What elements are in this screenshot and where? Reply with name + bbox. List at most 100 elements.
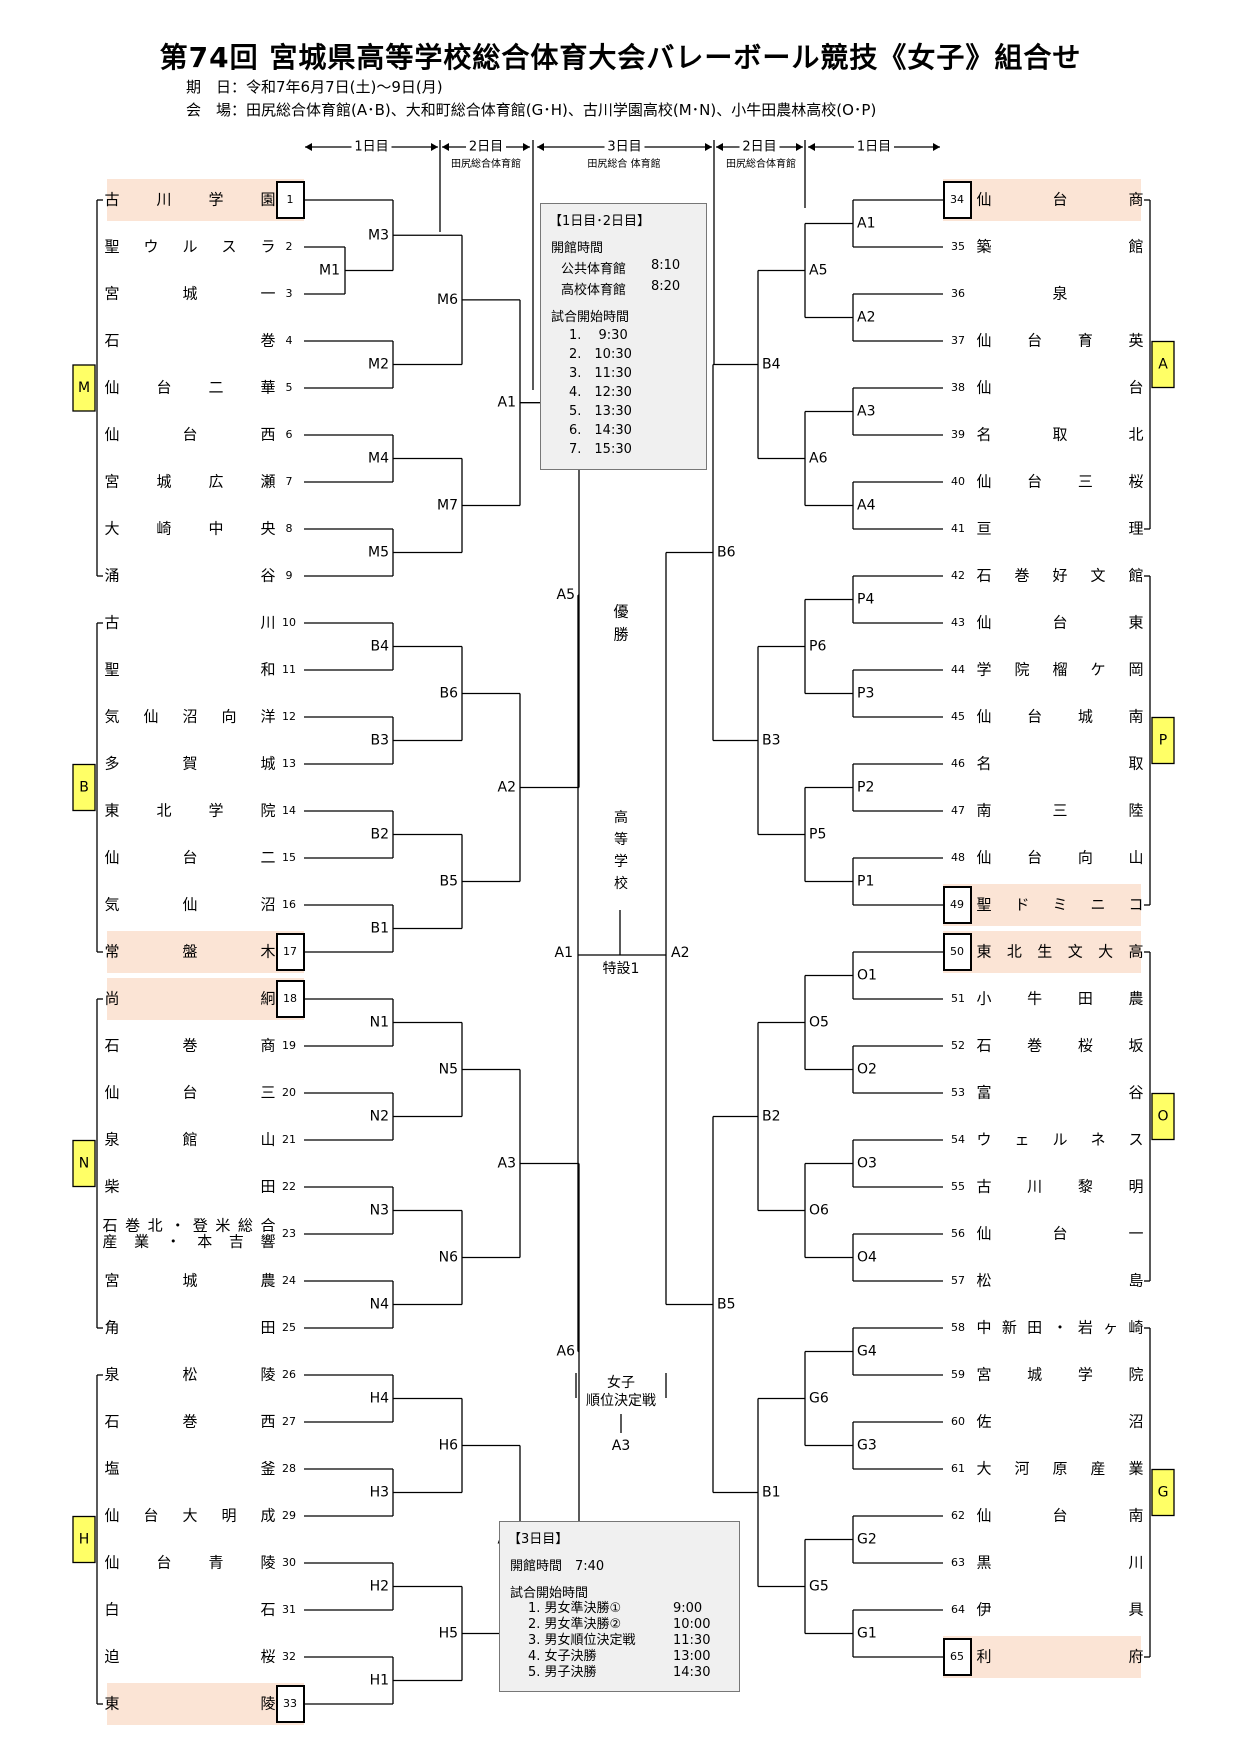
team-name: 白石: [104, 1601, 275, 1619]
team-number: 30: [282, 1556, 296, 1569]
schedule1-open-label: 開館時間: [551, 241, 604, 256]
svg-text:崎: 崎: [156, 520, 171, 538]
block-marker: [1151, 1092, 1175, 1141]
svg-text:佐: 佐: [976, 1413, 991, 1431]
svg-text:中: 中: [976, 1319, 991, 1337]
svg-text:城: 城: [1078, 708, 1093, 726]
match-label: A5: [557, 587, 575, 603]
svg-text:山: 山: [1128, 849, 1143, 867]
svg-text:仙: 仙: [976, 1225, 991, 1243]
svg-text:賀: 賀: [182, 755, 197, 773]
match-label: O2: [857, 1062, 877, 1078]
svg-text:古: 古: [976, 1178, 991, 1196]
svg-text:崎: 崎: [1128, 1319, 1143, 1337]
svg-text:北: 北: [1128, 426, 1143, 444]
team-name: 大河原産業: [976, 1460, 1143, 1478]
team-name: 聖和: [104, 661, 275, 679]
svg-text:巻: 巻: [260, 332, 275, 350]
team-name: 伊具: [976, 1601, 1143, 1619]
svg-text:南: 南: [1128, 708, 1143, 726]
schedule1-time-5: 6. 14:30: [569, 423, 632, 438]
svg-text:山: 山: [260, 1131, 275, 1149]
svg-text:台: 台: [143, 1507, 158, 1525]
svg-text:東: 東: [1128, 614, 1143, 632]
svg-text:ル: ル: [182, 238, 197, 256]
match-label: B6: [439, 686, 458, 702]
team-name: 中新田・岩ヶ崎: [976, 1319, 1143, 1337]
svg-text:富: 富: [976, 1084, 991, 1102]
match-label: M2: [368, 357, 389, 373]
team-name: 仙台城南: [976, 708, 1143, 726]
team-number: 25: [282, 1321, 296, 1334]
match-label: B5: [439, 874, 458, 890]
match-label: H3: [370, 1485, 389, 1501]
svg-text:ェ: ェ: [1014, 1131, 1029, 1149]
team-number: 21: [282, 1133, 296, 1146]
team-name: 仙台一: [976, 1225, 1143, 1243]
team-name: 宮城農: [104, 1272, 275, 1290]
svg-text:聖: 聖: [976, 896, 991, 914]
svg-text:大: 大: [104, 520, 119, 538]
svg-text:常: 常: [104, 943, 119, 961]
svg-text:利: 利: [976, 1648, 991, 1666]
team-name: 常盤木: [104, 943, 275, 961]
svg-text:東: 東: [104, 1695, 119, 1713]
team-name: ウェルネス: [976, 1131, 1143, 1149]
svg-text:一: 一: [1128, 1225, 1143, 1243]
match-label: A3: [498, 1156, 516, 1172]
seed-number-box: [943, 1638, 972, 1676]
team-number: 17: [283, 945, 297, 958]
match-label: N4: [370, 1297, 389, 1313]
team-name: 柴田: [104, 1178, 275, 1196]
seed-highlight: [943, 1636, 1141, 1678]
match-label: H4: [370, 1391, 390, 1407]
schedule1-start-label: 試合開始時間: [551, 310, 630, 325]
block-letter: M: [78, 380, 90, 396]
svg-text:聖: 聖: [104, 661, 119, 679]
arrow-left-icon: [537, 143, 544, 151]
svg-text:高: 高: [1128, 943, 1143, 961]
svg-text:角: 角: [104, 1319, 119, 1337]
team-number: 57: [951, 1274, 965, 1287]
svg-text:川: 川: [1027, 1178, 1042, 1196]
svg-text:響: 響: [260, 1233, 275, 1251]
match-label: G4: [857, 1344, 877, 1360]
svg-text:ミ: ミ: [1052, 896, 1067, 914]
svg-text:川: 川: [1128, 1554, 1143, 1572]
team-name: 東陵: [104, 1695, 275, 1713]
svg-text:石: 石: [104, 1413, 119, 1431]
team-name: 名取北: [976, 426, 1143, 444]
svg-text:黒: 黒: [976, 1554, 991, 1572]
svg-text:農: 農: [260, 1272, 275, 1290]
svg-text:巻: 巻: [1027, 1037, 1042, 1055]
team-number: 62: [951, 1509, 965, 1522]
team-name: 南三陸: [976, 802, 1143, 820]
svg-text:業: 業: [134, 1233, 149, 1251]
svg-text:育: 育: [1078, 332, 1093, 350]
svg-text:青: 青: [208, 1554, 223, 1572]
svg-text:台: 台: [156, 379, 171, 397]
team-number: 22: [282, 1180, 296, 1193]
svg-text:コ: コ: [1128, 896, 1143, 914]
header-day1: 1日目: [857, 140, 891, 155]
svg-text:二: 二: [260, 849, 275, 867]
match-label: N2: [370, 1109, 389, 1125]
match-label: H5: [439, 1626, 458, 1642]
header-day3: 3日目: [607, 140, 641, 155]
team-number: 12: [282, 710, 296, 723]
svg-text:商: 商: [260, 1037, 275, 1055]
svg-text:吉: 吉: [229, 1233, 244, 1251]
svg-text:黎: 黎: [1078, 1178, 1093, 1196]
svg-text:巻: 巻: [182, 1413, 197, 1431]
seed-highlight: [943, 884, 1141, 926]
svg-text:ウ: ウ: [143, 238, 158, 256]
svg-text:仙: 仙: [104, 426, 119, 444]
svg-text:陸: 陸: [1128, 802, 1143, 820]
svg-text:名: 名: [976, 755, 991, 773]
svg-text:生: 生: [1037, 943, 1052, 961]
svg-text:西: 西: [260, 426, 275, 444]
team-number: 33: [283, 1697, 297, 1710]
svg-text:ラ: ラ: [260, 238, 275, 256]
svg-text:仙: 仙: [976, 191, 991, 209]
team-number: 34: [950, 193, 964, 206]
